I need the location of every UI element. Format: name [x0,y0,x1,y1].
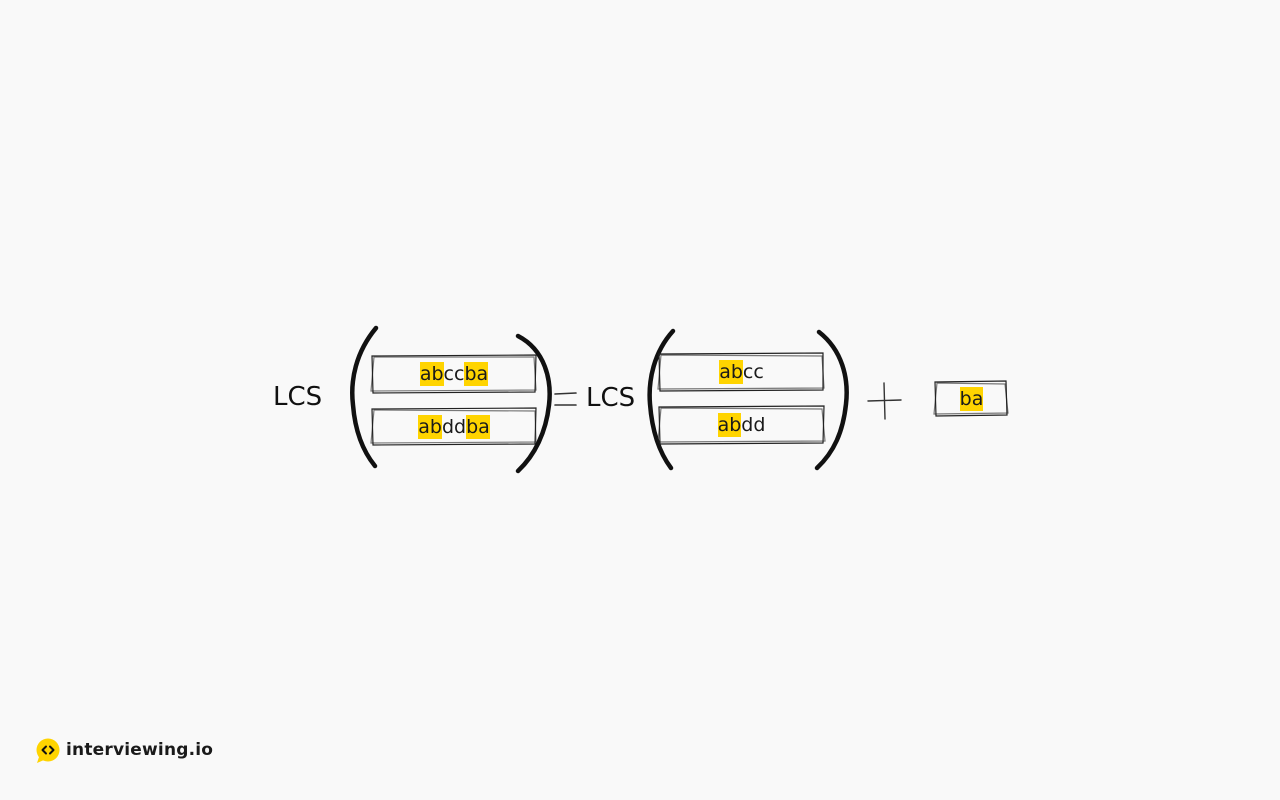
rhs-box-top-outline [657,352,825,392]
code-bubble-icon [36,738,60,763]
lhs-string-1-seg-2: cc [443,363,465,385]
rhs-string-2-seg-1: ab [717,413,742,437]
rhs-string-1-seg-2: cc [742,361,764,383]
lhs-string-2-seg-2: dd [441,416,467,438]
lhs-function-label: LCS [273,382,323,412]
rhs-left-paren [647,328,676,471]
lhs-string-2-seg-1: ab [418,415,442,439]
rhs-string-1-seg-1: ab [719,360,743,384]
lhs-right-paren [515,333,552,474]
brand-name: interviewing.io [66,740,214,760]
lhs-box-bottom-outline [370,407,537,446]
rhs-right-paren [814,329,849,471]
lhs-string-1-seg-1: ab [419,362,444,386]
suffix-box-outline [933,380,1009,417]
rhs-box-bottom-outline [657,405,826,445]
plus-sign [867,382,902,420]
lhs-left-paren [350,325,379,469]
lhs-string-2-seg-3: ba [466,415,490,439]
lhs-string-1-seg-3: ba [464,362,489,386]
suffix-string-seg-1: ba [959,387,984,411]
rhs-function-label: LCS [586,383,636,413]
rhs-string-2-seg-2: dd [741,414,766,436]
lhs-box-top-outline [370,354,537,394]
suffix-string: ba [936,383,1007,415]
equals-sign [554,392,577,406]
brand-logo[interactable]: interviewing.io [36,738,214,763]
